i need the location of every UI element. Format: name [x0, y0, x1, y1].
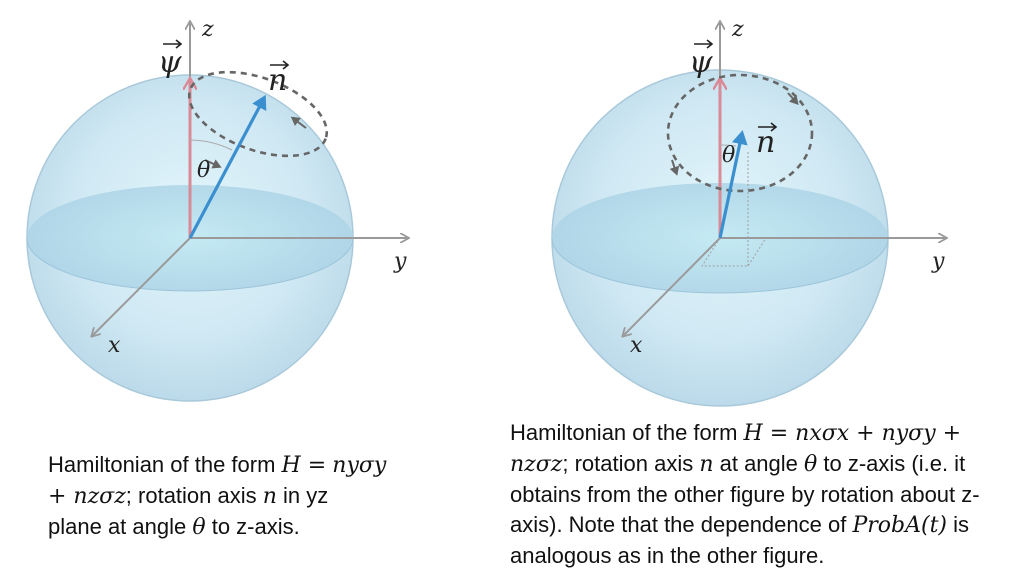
precession-direction-arrow-2: [204, 159, 222, 169]
projection-guides: [701, 150, 767, 267]
caption-text: Hamiltonian of the form: [48, 452, 282, 477]
equator-front-edge: [551, 237, 889, 294]
bloch-sphere-right: z y x θ ψ n: [551, 17, 946, 407]
theta-label: θ: [722, 143, 735, 168]
caption-math: nyσy + nzσz: [48, 453, 387, 509]
precession-path: [666, 73, 814, 193]
z-axis-label: z: [731, 17, 744, 42]
svg-text:ψ: ψ: [158, 45, 182, 80]
caption-text: Hamiltonian of the form: [510, 420, 744, 445]
x-axis-label: x: [630, 333, 643, 358]
caption-text: at angle: [713, 451, 805, 476]
caption-left: Hamiltonian of the form H = nyσy + nzσz;…: [48, 450, 388, 543]
psi-label: ψ: [689, 39, 714, 80]
caption-math: θ: [192, 515, 206, 540]
caption-text: to z-axis.: [205, 514, 300, 539]
n-label: n: [756, 122, 778, 160]
caption-math: nzσz: [510, 452, 563, 477]
caption-right: Hamiltonian of the form H = nxσx + nyσy …: [510, 418, 1000, 571]
svg-text:n: n: [268, 63, 287, 98]
theta-label: θ: [197, 158, 210, 183]
x-axis: [623, 237, 721, 336]
y-axis-label: y: [393, 249, 407, 274]
caption-text: ; rotation axis: [562, 451, 700, 476]
precession-direction-arrow: [290, 116, 307, 129]
z-axis-label: z: [201, 17, 214, 42]
svg-text:n: n: [756, 125, 775, 160]
n-vector: [718, 130, 748, 239]
caption-math: ProbA(t): [852, 513, 947, 538]
caption-math: H =: [281, 453, 327, 478]
caption-math: n: [262, 484, 277, 509]
bloch-sphere-left: z y x θ ψ n: [26, 17, 408, 402]
caption-text: to z-axis (i.e. it obtains from the othe…: [510, 451, 980, 537]
caption-text: is analogous as in the other figure.: [510, 512, 969, 568]
y-axis-label: y: [931, 249, 945, 274]
precession-direction-arrow-2: [669, 159, 680, 176]
x-axis-label: x: [108, 333, 121, 358]
theta-arc: [189, 139, 233, 151]
caption-text: in yz plane at angle: [48, 483, 329, 539]
caption-math: H = nxσx + nyσy +: [743, 421, 962, 446]
caption-text: ; rotation axis: [125, 483, 263, 508]
n-label: n: [268, 60, 290, 98]
psi-label: ψ: [158, 39, 183, 80]
precession-direction-arrow: [787, 92, 799, 105]
precession-path: [187, 70, 329, 158]
caption-math: n: [699, 452, 714, 477]
equator-front-edge: [26, 237, 354, 292]
bloch-spheres-diagram: z y x θ ψ n z y: [26, 17, 1024, 407]
x-axis: [92, 237, 191, 336]
n-vector: [188, 94, 267, 239]
theta-arc: [719, 144, 737, 147]
svg-text:ψ: ψ: [689, 45, 713, 80]
caption-math: θ: [804, 452, 818, 477]
